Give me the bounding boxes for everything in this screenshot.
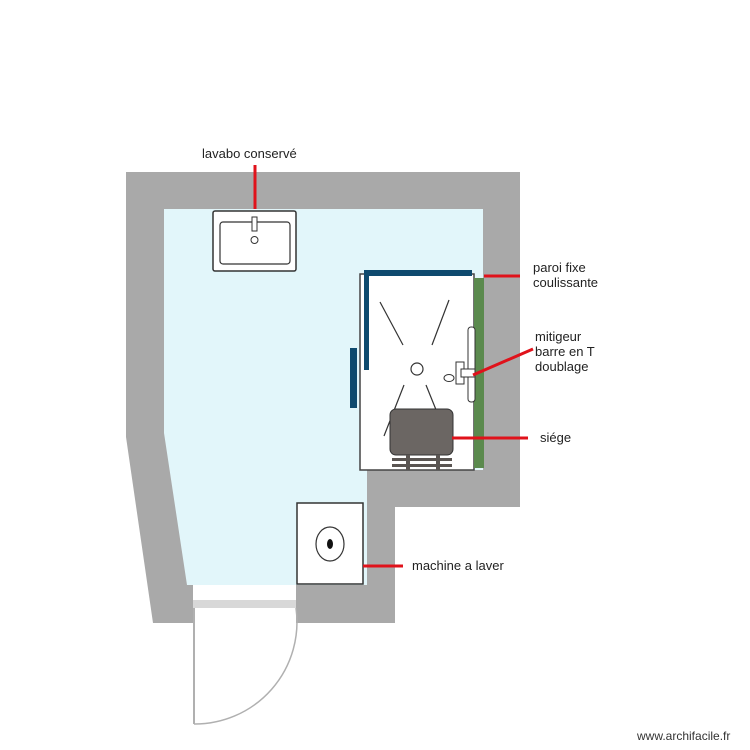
label-paroi-line2: coulissante — [533, 275, 598, 290]
watermark: www.archifacile.fr — [636, 729, 730, 743]
door — [193, 607, 298, 725]
glass-panel-sliding — [350, 348, 357, 408]
label-siege: siége — [540, 430, 571, 445]
label-paroi-line1: paroi fixe — [533, 260, 586, 275]
label-lavabo: lavabo conservé — [202, 146, 297, 161]
shower-seat — [389, 408, 454, 470]
label-mitigeur-line2: barre en T — [535, 344, 595, 359]
label-mitigeur-line3: doublage — [535, 359, 589, 374]
washbasin — [212, 210, 297, 272]
door-threshold — [193, 600, 296, 608]
leader-mitigeur — [472, 347, 534, 377]
shower-drain — [410, 362, 424, 376]
mixer-t-bar — [443, 326, 476, 403]
label-machine: machine a laver — [412, 558, 504, 573]
label-mitigeur-line1: mitigeur — [535, 329, 582, 344]
glass-panel-fixed — [364, 270, 472, 276]
glass-panel-vertical — [364, 274, 369, 370]
washing-machine — [296, 502, 364, 585]
